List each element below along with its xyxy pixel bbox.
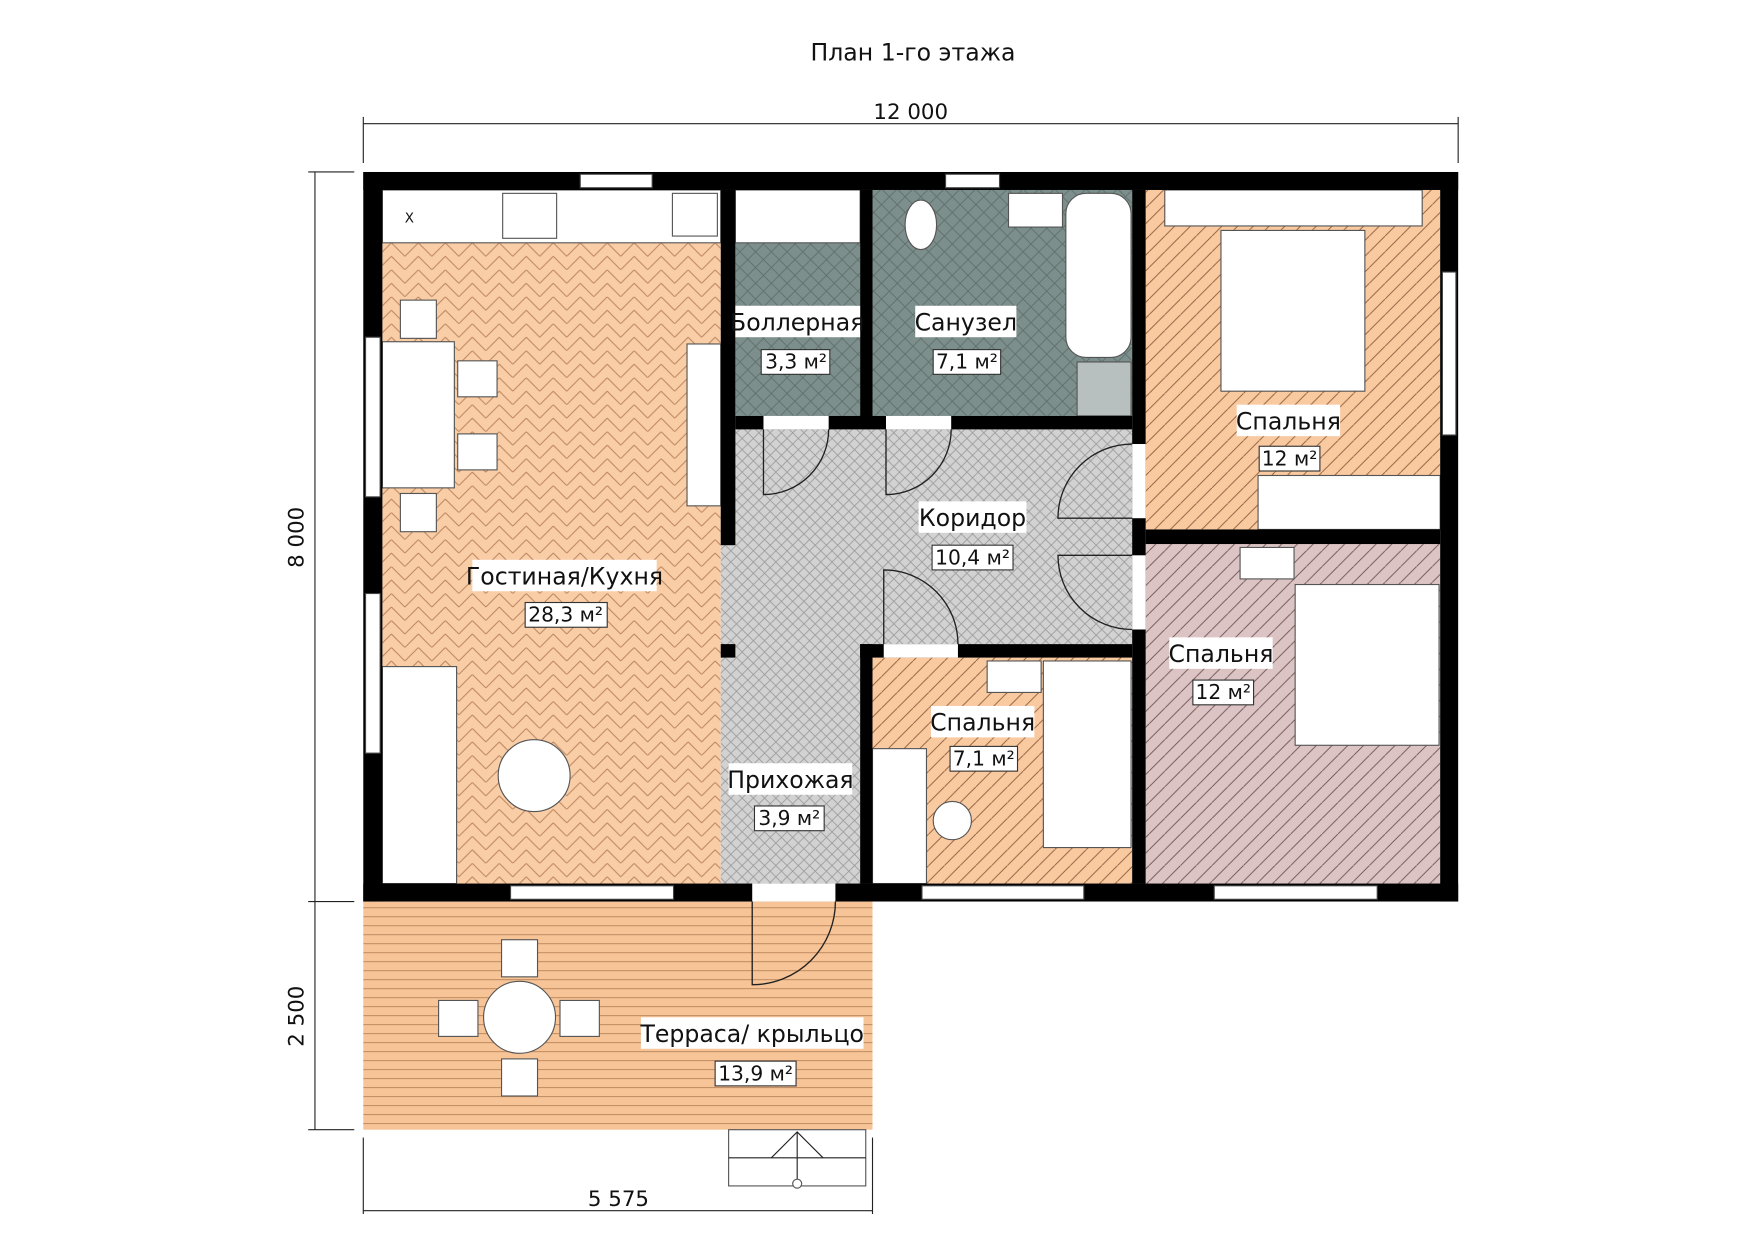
room-bathroom: Санузел 7,1 м² [915,305,1017,375]
window [364,336,381,498]
corridor-floor [720,429,1133,645]
room-area: 12 м² [1262,446,1318,470]
room-name: Прихожая [727,766,853,794]
single-bed [1042,660,1132,849]
dimension-width-label: 12 000 [873,100,948,125]
room-name: Гостиная/Кухня [466,563,663,591]
dimension-terrace-depth-label: 2 500 [285,986,310,1047]
room-corridor: Коридор 10,4 м² [918,501,1027,571]
dimension-top: 12 000 [362,100,1459,163]
room-area: 7,1 м² [936,350,998,374]
chair [457,360,498,398]
round-table [497,739,571,813]
room-name: Санузел [915,308,1017,336]
chair [438,999,479,1037]
chair [500,939,539,978]
kitchen-mark: X [405,211,414,227]
window [364,592,381,754]
bathtub-icon [1065,192,1132,359]
room-name: Спальня [1236,407,1341,435]
room-name: Боллерная [730,308,864,336]
window [579,173,653,189]
window [921,885,1085,900]
room-area: 13,9 м² [718,1061,793,1085]
room-area: 3,9 м² [758,806,820,830]
bath-sink-icon [1007,192,1064,228]
room-terrace: Терраса/ крыльцо 13,9 м² [639,1017,864,1087]
boiler-cabinet [734,189,861,244]
room-hall: Прихожая 3,9 м² [727,763,854,832]
window [1441,271,1457,436]
wardrobe [1164,189,1423,227]
office-chair [932,800,972,841]
window [1213,885,1378,900]
window [945,173,1001,189]
room-living: Гостиная/Кухня 28,3 м² [466,559,663,628]
chair [399,492,437,533]
room-bedroom-small: Спальня 7,1 м² [930,705,1035,772]
dimension-height-label: 8 000 [285,507,310,568]
room-area: 12 м² [1195,680,1251,704]
chair [457,433,498,471]
dimension-left: 8 000 2 500 [285,171,355,1131]
room-name: Коридор [919,504,1026,532]
toilet-icon [904,199,938,251]
terrace-table [483,980,557,1054]
entry-steps [728,1129,867,1189]
plan-title: План 1-го этажа [811,39,1016,67]
room-area: 7,1 м² [953,747,1015,771]
room-name: Терраса/ крыльцо [639,1020,864,1048]
kitchen-counter: X [381,189,722,244]
room-bedroom-ne: Спальня 12 м² [1236,404,1341,472]
desk [1257,474,1441,531]
nightstand [1239,546,1295,580]
stove-icon [502,192,558,239]
room-boiler: Боллерная 3,3 м² [730,305,864,375]
dining-table [381,341,455,489]
nightstand [986,660,1042,694]
dimension-terrace-width-label: 5 575 [588,1187,649,1212]
room-area: 28,3 м² [528,603,603,627]
room-area: 3,3 м² [765,350,827,374]
desk [871,748,928,885]
double-bed [1220,229,1366,392]
room-name: Спальня [930,709,1035,737]
fridge [686,343,722,507]
room-bedroom-se: Спальня 12 м² [1168,637,1273,706]
chair [500,1058,539,1097]
room-area: 10,4 м² [935,545,1010,569]
doors[interactable] [751,415,1146,986]
sofa [381,666,458,885]
shower-tray [1076,361,1132,417]
dimension-bottom: 5 575 [362,1137,874,1215]
double-bed [1294,583,1440,746]
chair [399,299,437,339]
room-name: Спальня [1168,640,1273,668]
kitchen-sink-icon [671,192,718,237]
window [509,885,675,900]
chair [559,999,600,1037]
